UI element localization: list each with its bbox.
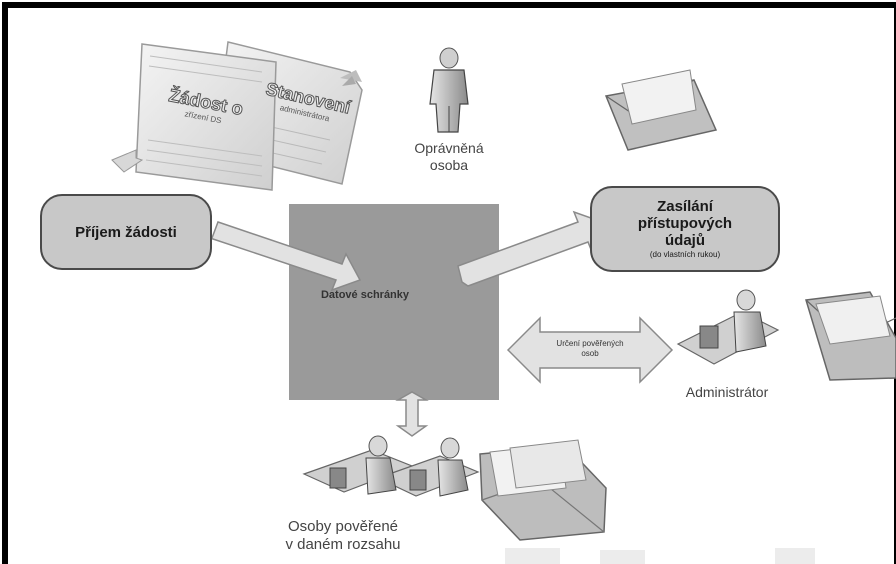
osoby-line2: v daném rozsahu xyxy=(285,536,401,553)
arrow-prijem-to-center xyxy=(209,221,362,292)
envelope-icon xyxy=(805,291,896,381)
envelope-icon xyxy=(604,69,718,151)
zasilani-box: Zasílání přístupových údajů (do vlastníc… xyxy=(590,186,780,272)
administrator-label: Administrátor xyxy=(685,384,769,400)
datove-schranky-label: Datové schránky xyxy=(320,289,410,301)
document-stack-icon xyxy=(111,41,363,191)
bottom-stripes xyxy=(505,548,815,564)
workstation-icon xyxy=(676,289,780,365)
zasilani-line1: Zasílání xyxy=(657,197,713,215)
opravnena-line1: Oprávněná xyxy=(414,140,484,156)
person-icon xyxy=(429,47,469,133)
arrow-center-to-osoby xyxy=(395,391,429,437)
urceni-label: Určení pověřených osob xyxy=(540,339,640,359)
osoby-line1: Osoby pověřené xyxy=(287,518,399,535)
zasilani-note: (do vlastních rukou) xyxy=(649,249,721,259)
zasilani-line3: údajů xyxy=(665,231,705,249)
arrow-urceni-double xyxy=(506,316,674,384)
osoby-label: Osoby pověřené v daném rozsahu xyxy=(258,518,428,554)
urceni-line2: osob xyxy=(581,349,599,358)
envelope-icon xyxy=(479,439,607,541)
urceni-line1: Určení pověřených xyxy=(556,339,624,348)
workstations-group-icon xyxy=(302,435,480,497)
opravnena-osoba-label: Oprávněná osoba xyxy=(384,140,514,174)
zasilani-line2: přístupových xyxy=(637,214,733,232)
prijem-zadosti-box: Příjem žádosti xyxy=(40,194,212,270)
datove-schranky-box xyxy=(289,204,499,400)
opravnena-line2: osoba xyxy=(429,157,469,173)
prijem-zadosti-label: Příjem žádosti xyxy=(75,223,177,241)
